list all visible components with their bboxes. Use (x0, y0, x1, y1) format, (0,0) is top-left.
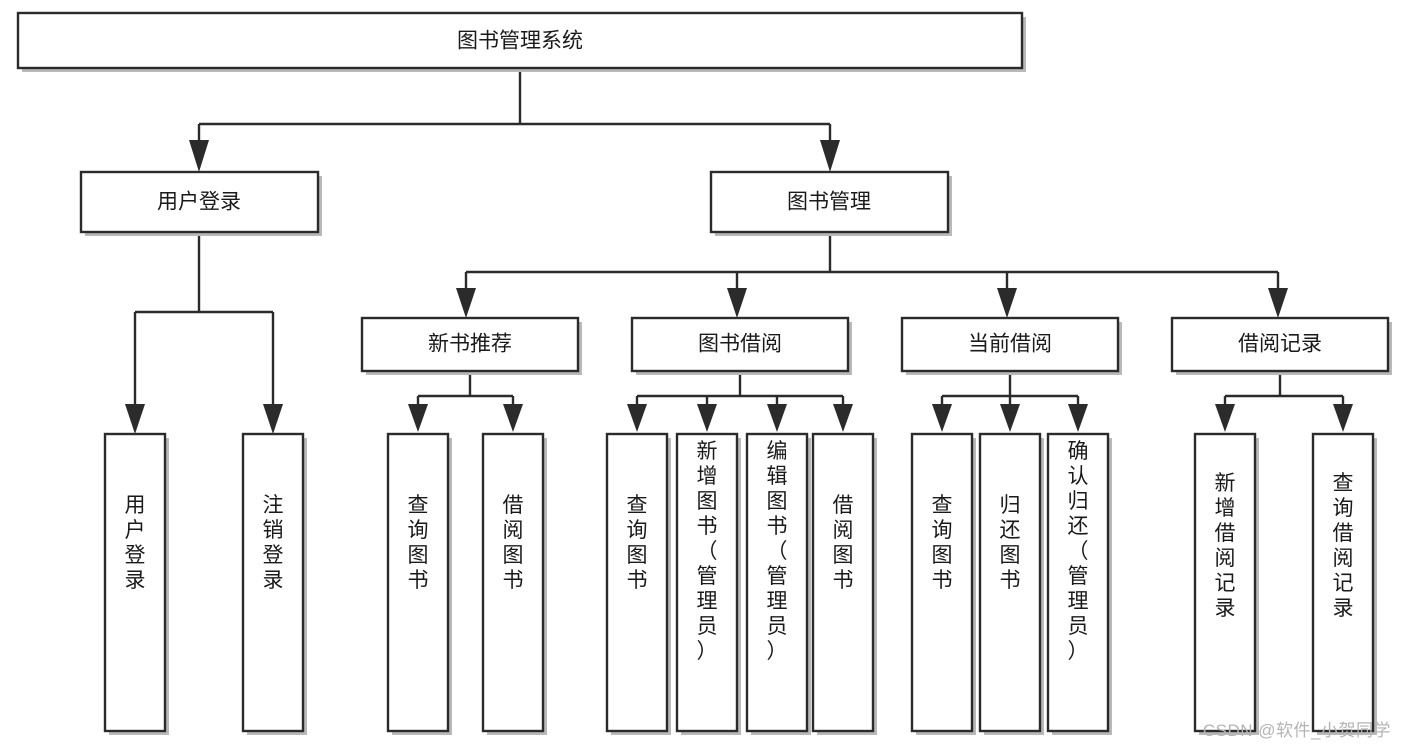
node-rect (978, 432, 1042, 733)
node-label: 注销登录 (263, 494, 284, 592)
node-label: 借阅记录 (1238, 333, 1322, 356)
node-root-system[interactable]: 图书管理系统 (16, 11, 1026, 72)
arrow-head-currentborrow-leaf-3 (1068, 404, 1088, 432)
arrow-head-borrowrecord-leaf-2 (1333, 404, 1353, 432)
node-rect (630, 316, 850, 373)
arrow-head-leaf-logout (263, 404, 283, 434)
node-label: 借阅图书 (503, 494, 524, 592)
node-label: 图书管理 (787, 191, 871, 214)
leaf-node-confirm-return-admin[interactable]: 确认归还（管理员） (1046, 432, 1112, 735)
node-rect (360, 316, 580, 373)
leaf-node-user-login[interactable]: 用户登录 (103, 432, 169, 735)
arrow-head-borrowrecord-leaf-1 (1215, 404, 1235, 432)
arrow-head-leaf-user-login (125, 404, 145, 434)
arrow-head-bookborrow-leaf-4 (833, 404, 853, 432)
node-label: 查询借阅记录 (1333, 472, 1354, 620)
arrow-head-currentborrow-leaf-1 (932, 404, 952, 432)
node-label: 查询图书 (932, 494, 953, 592)
node-rect (1193, 432, 1257, 733)
arrow-head-newbook-leaf-2 (503, 404, 523, 432)
node-rect (241, 432, 305, 733)
node-rect (811, 432, 875, 733)
node-book-management[interactable]: 图书管理 (709, 170, 952, 236)
leaf-node-add-borrow-record[interactable]: 新增借阅记录 (1193, 432, 1259, 735)
node-current-borrow[interactable]: 当前借阅 (900, 316, 1122, 375)
node-label: 新增图书（管理员） (697, 440, 718, 663)
node-label: 确认归还（管理员） (1068, 440, 1089, 663)
watermark: CSDN @软件_小贺同学 (1202, 721, 1391, 740)
node-label: 查询图书 (627, 494, 648, 592)
connectors (125, 68, 1353, 434)
node-label: 用户登录 (125, 494, 146, 592)
node-rect (481, 432, 545, 733)
node-rect (709, 170, 950, 234)
node-rect (745, 432, 809, 733)
node-label: 图书管理系统 (457, 30, 583, 53)
arrow-head-borrow-record (1268, 288, 1288, 318)
node-rect (1311, 432, 1375, 733)
node-label: 新增借阅记录 (1215, 472, 1236, 620)
node-borrow-record[interactable]: 借阅记录 (1170, 316, 1392, 375)
leaf-node-return-book[interactable]: 归还图书 (978, 432, 1044, 735)
leaf-node-add-book-admin[interactable]: 新增图书（管理员） (675, 432, 741, 735)
node-label: 归还图书 (1000, 494, 1021, 592)
node-label: 图书借阅 (698, 333, 782, 356)
node-rect (103, 432, 167, 733)
arrow-head-bookborrow-leaf-2 (697, 404, 717, 432)
arrow-head-newbook-leaf-1 (408, 404, 428, 432)
node-label: 编辑图书（管理员） (767, 440, 788, 663)
node-label: 借阅图书 (833, 494, 854, 592)
arrow-head-currentborrow-leaf-2 (1000, 404, 1020, 432)
leaf-node-logout[interactable]: 注销登录 (241, 432, 307, 735)
node-label: 用户登录 (157, 191, 241, 214)
node-rect (900, 316, 1120, 373)
arrow-head-user-login (189, 140, 209, 172)
leaf-node-query-borrow-record[interactable]: 查询借阅记录 (1311, 432, 1377, 735)
node-user-login[interactable]: 用户登录 (79, 170, 322, 236)
node-label: 查询图书 (408, 494, 429, 592)
node-rect (16, 11, 1024, 70)
arrow-head-bookborrow-leaf-3 (767, 404, 787, 432)
arrow-head-book-manage (820, 140, 840, 172)
node-rect (605, 432, 669, 733)
arrow-head-bookborrow-leaf-1 (627, 404, 647, 432)
leaf-node-borrow-book-recommend[interactable]: 借阅图书 (481, 432, 547, 735)
arrow-head-current-borrow (997, 288, 1017, 318)
leaf-node-edit-book-admin[interactable]: 编辑图书（管理员） (745, 432, 811, 735)
leaf-node-query-book-current[interactable]: 查询图书 (910, 432, 976, 735)
arrow-head-book-borrow (727, 288, 747, 318)
node-rect (1046, 432, 1110, 733)
node-rect (675, 432, 739, 733)
leaf-node-borrow-book[interactable]: 借阅图书 (811, 432, 877, 735)
node-rect (386, 432, 450, 733)
node-book-borrow[interactable]: 图书借阅 (630, 316, 852, 375)
node-label: 新书推荐 (428, 333, 512, 356)
node-rect (910, 432, 974, 733)
node-rect (1170, 316, 1390, 373)
arrow-head-new-book (456, 288, 476, 318)
leaf-node-query-book-borrow[interactable]: 查询图书 (605, 432, 671, 735)
leaf-node-query-book-recommend[interactable]: 查询图书 (386, 432, 452, 735)
node-rect (79, 170, 320, 234)
node-new-book-recommend[interactable]: 新书推荐 (360, 316, 582, 375)
node-label: 当前借阅 (968, 333, 1052, 356)
